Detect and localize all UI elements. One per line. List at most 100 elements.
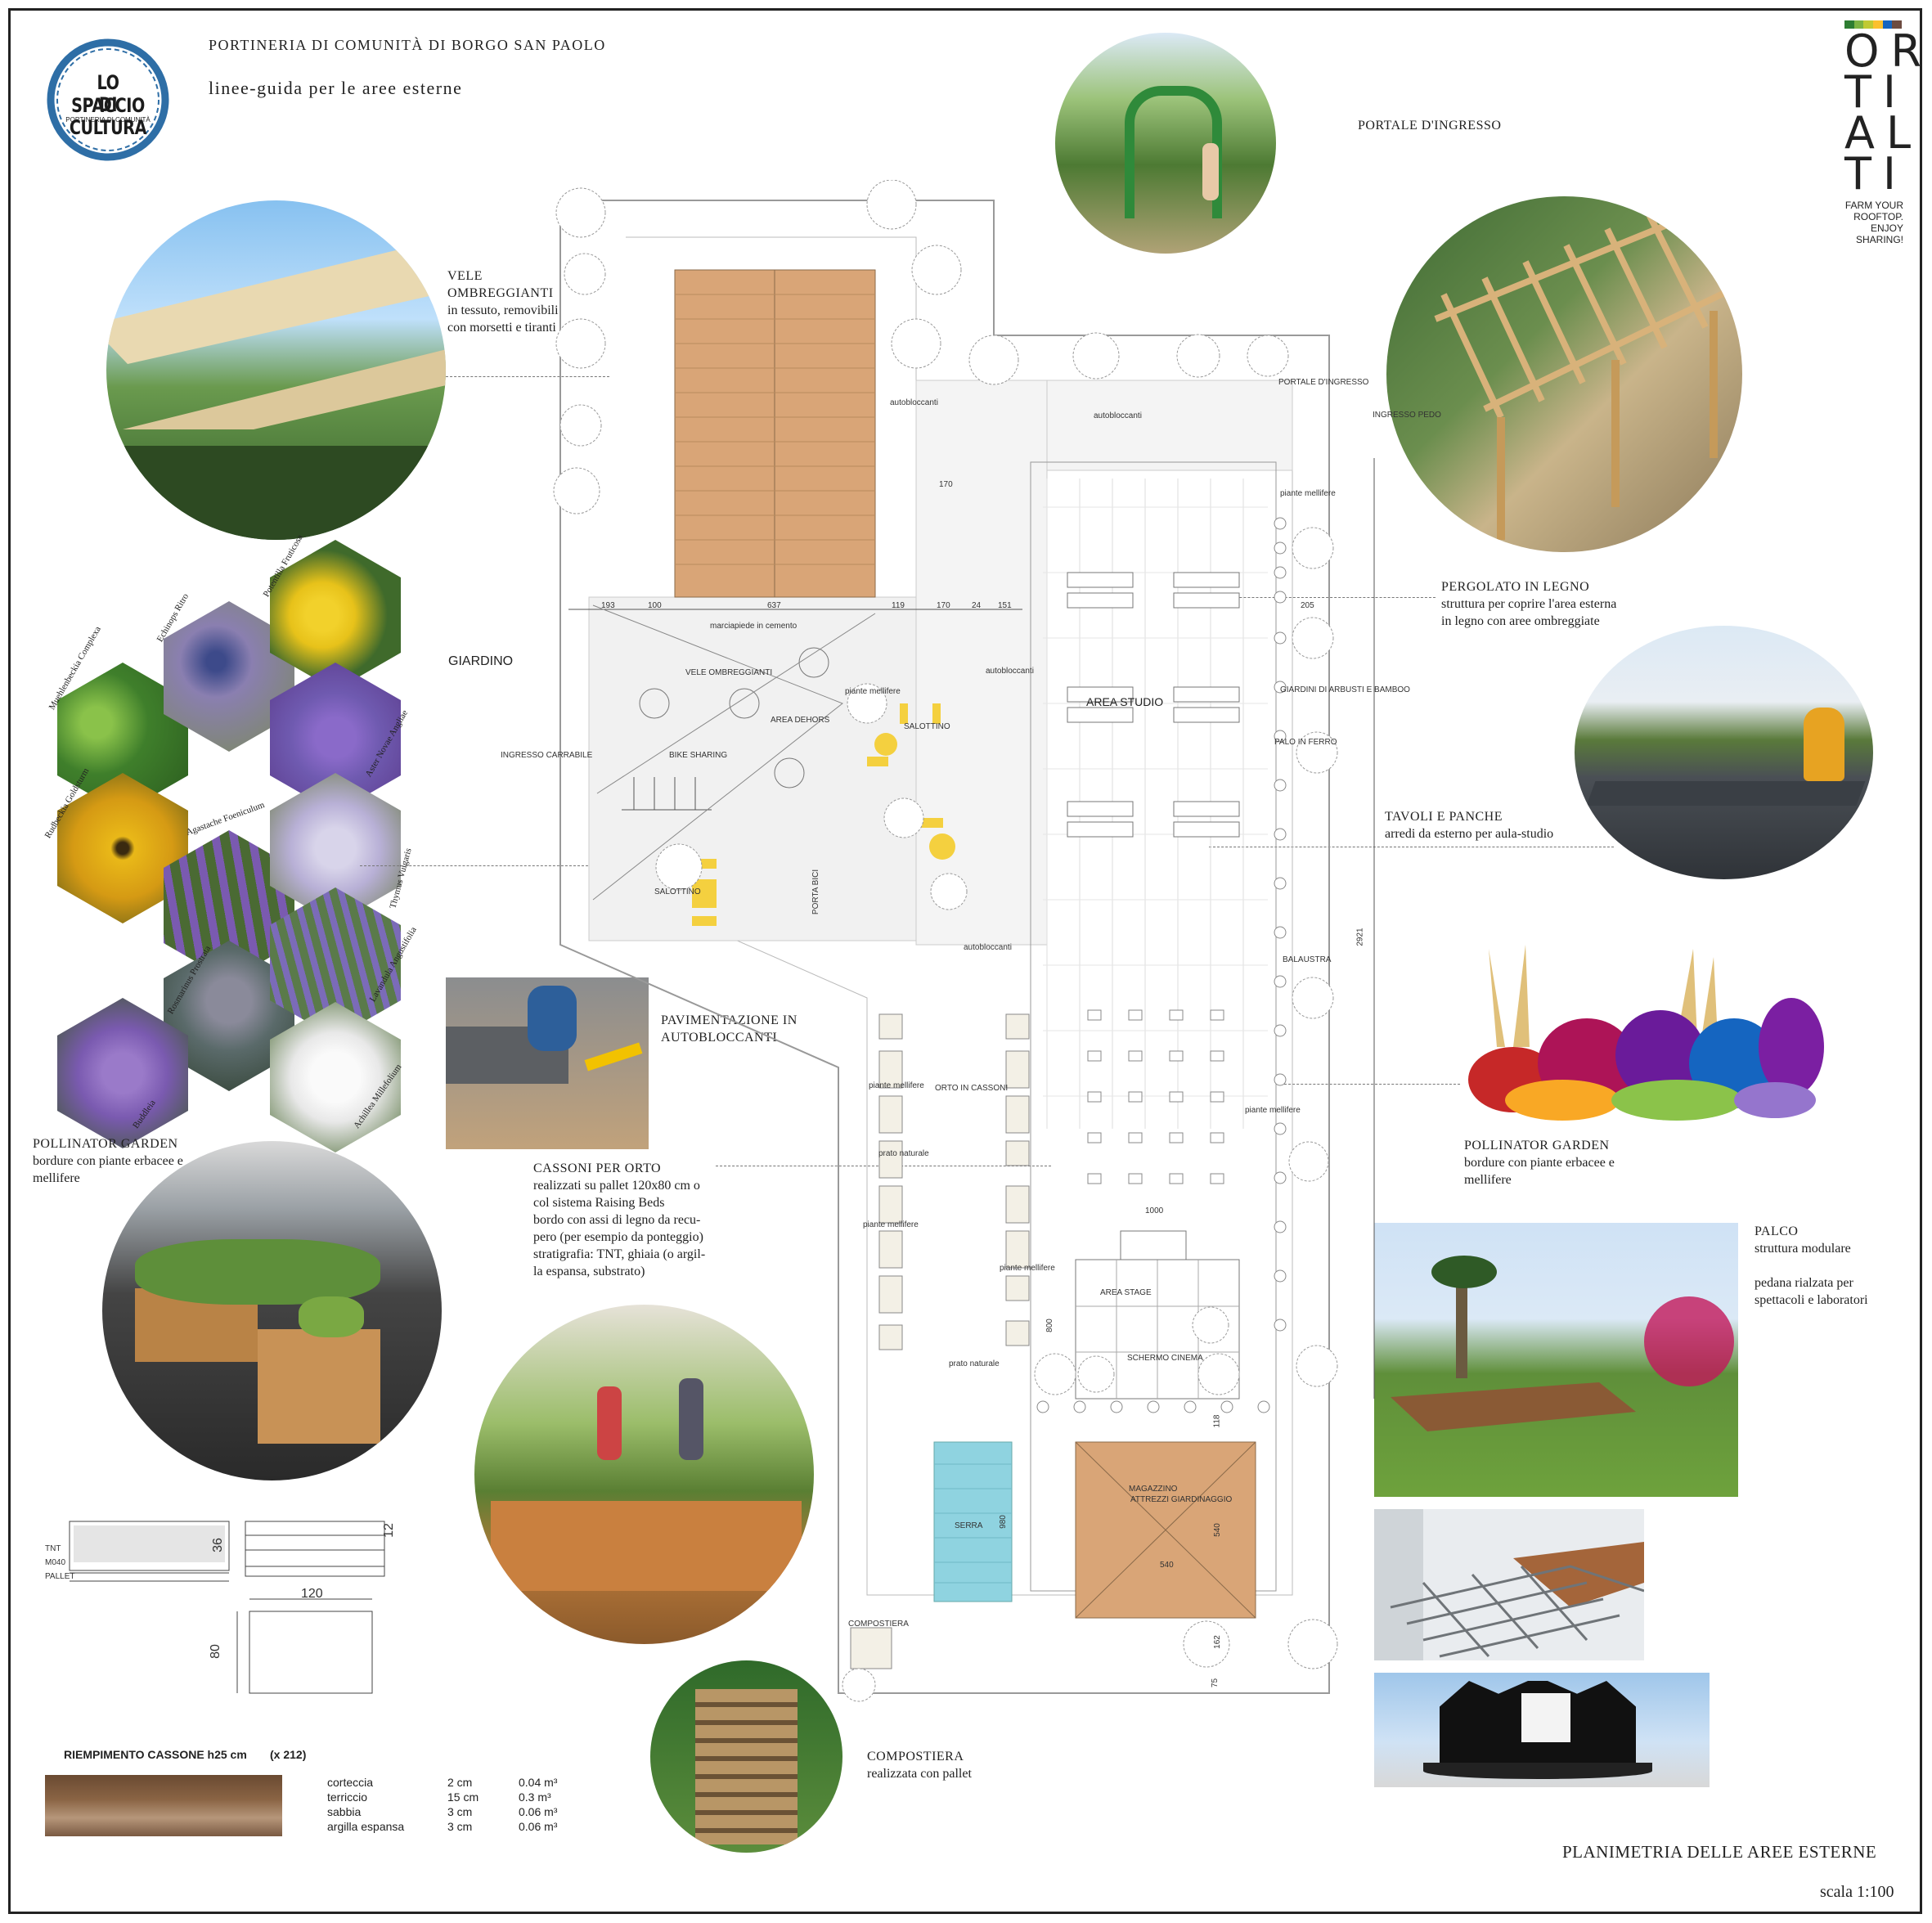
dim-162: 162 [1212,1635,1222,1649]
caption-portale: PORTALE D'INGRESSO [1358,117,1501,134]
dim-170a: 170 [937,601,950,610]
photo-community-garden [474,1305,814,1644]
logo-line2: DI CULTURA [69,93,147,139]
volume: 0.06 m³ [519,1820,558,1833]
logo: LO SPACCIO DI CULTURA PORTINERIA DI COMU… [37,34,180,165]
dim-540a: 540 [1212,1523,1222,1537]
caption-cassoni-line6: la espansa, substrato) [533,1265,645,1278]
caption-cassoni-line5: stratigrafia: TNT, ghiaia (o argil- [533,1247,706,1261]
plan-label-giardino: GIARDINO [448,654,514,668]
table-row: argilla espansa 3 cm 0.06 m³ [327,1819,567,1834]
plan-label-ingresso-carr: INGRESSO CARRABILE [501,751,593,760]
photo-raised-beds [102,1141,442,1480]
caption-pollinator-right: POLLINATOR GARDEN bordure con piante erb… [1464,1137,1615,1188]
plan-label-portale: PORTALE D'INGRESSO [1278,378,1369,387]
thickness: 3 cm [447,1805,473,1818]
caption-vele-title2: OMBREGGIANTI [447,286,554,300]
caption-cassoni: CASSONI PER ORTO realizzati su pallet 12… [533,1160,705,1280]
caption-cassoni-line2: col sistema Raising Beds [533,1196,665,1210]
material: corteccia [327,1776,374,1789]
caption-pollinator-right-line1: bordure con piante erbacee e [1464,1156,1615,1170]
photo-pavimentazione [446,977,649,1149]
brand-color-bar [1844,20,1903,29]
plan-scale: scala 1:100 [1820,1883,1894,1901]
plan-title: PLANIMETRIA DELLE AREE ESTERNE [1562,1842,1877,1862]
dim-540b: 540 [1160,1561,1174,1570]
brand-letters-4: TI [1844,148,1907,200]
plan-label-ingresso-ped: INGRESSO PEDO [1373,411,1441,420]
brand-tagline-4: SHARING! [1855,234,1903,245]
plan-label-prato-2: prato naturale [949,1359,1000,1368]
dim-193: 193 [601,601,615,610]
plan-label-piante-mellifere-5: piante mellifere [863,1220,919,1229]
caption-cassoni-title: CASSONI PER ORTO [533,1161,662,1175]
plan-label-vele: VELE OMBREGGIANTI [685,668,773,677]
thickness: 2 cm [447,1776,473,1789]
plan-label-serra: SERRA [955,1521,983,1530]
caption-cassoni-line4: pero (per esempio da ponteggio) [533,1230,703,1244]
logo-sub: PORTINERIA DI COMUNITÀ [65,116,151,124]
table-row: sabbia 3 cm 0.06 m³ [327,1804,567,1819]
plan-label-area-studio: AREA STUDIO [1086,695,1164,708]
caption-palco: PALCO struttura modulare pedana rialzata… [1755,1223,1868,1309]
material: argilla espansa [327,1820,405,1833]
caption-pollinator-left: POLLINATOR GARDEN bordure con piante erb… [33,1135,183,1187]
volume: 0.3 m³ [519,1790,551,1804]
caption-palco-line2 [1755,1257,1868,1274]
brand-letters-3: AL [1844,107,1923,159]
plan-label-autobloccanti-4: autobloccanti [964,943,1012,952]
caption-pavimentazione: PAVIMENTAZIONE IN AUTOBLOCCANTI [661,1012,798,1046]
plan-label-porta-bici: PORTA BICI [811,869,821,915]
caption-cassoni-line3: bordo con assi di legno da recu- [533,1213,701,1227]
dim-2921: 2921 [1355,928,1365,946]
caption-pollinator-right-line2: mellifere [1464,1173,1512,1187]
photo-pergolato [1386,196,1742,552]
plan-label-piante-mellifere-1: piante mellifere [1280,489,1336,498]
volume: 0.06 m³ [519,1805,558,1818]
plan-label-piante-mellifere-3: piante mellifere [869,1081,924,1090]
caption-palco-line1: struttura modulare [1755,1242,1851,1256]
detail-dim-36: 36 [210,1538,225,1552]
plan-label-area-stage: AREA STAGE [1100,1288,1152,1297]
leader-vele [446,376,609,377]
dim-637: 637 [767,601,781,610]
plan-label-autobloccanti-1: autobloccanti [890,398,938,407]
layer-m040: M040 [45,1558,66,1567]
fill-table: corteccia 2 cm 0.04 m³ terriccio 15 cm 0… [327,1775,567,1834]
caption-compostiera-title: COMPOSTIERA [867,1750,964,1763]
dim-980: 980 [998,1515,1008,1529]
leader-pergolato [1198,597,1436,598]
caption-pav-title2: AUTOBLOCCANTI [661,1031,778,1045]
caption-vele-line2: con morsetti e tiranti [447,321,556,335]
plan-label-piante-mellifere-2: piante mellifere [845,687,901,696]
plan-label-bike: BIKE SHARING [669,751,728,760]
page-frame [8,8,1922,1914]
plan-label-giardini-arbusti: GIARDINI DI ARBUSTI E BAMBOO [1280,685,1410,694]
caption-vele-line1: in tessuto, removibili [447,303,559,317]
material: terriccio [327,1790,368,1804]
page-title: PORTINERIA DI COMUNITÀ DI BORGO SAN PAOL… [209,37,606,53]
caption-pergolato-title: PERGOLATO IN LEGNO [1441,580,1590,594]
photo-portale [1055,33,1276,254]
material: sabbia [327,1805,362,1818]
brand-letters-1: OR [1844,25,1932,77]
plan-label-balaustra: BALAUSTRA [1283,955,1332,964]
volume: 0.04 m³ [519,1776,558,1789]
plan-label-magazzino2: ATTREZZI GIARDINAGGIO [1130,1495,1233,1504]
dim-75: 75 [1211,1678,1220,1688]
plan-label-piante-mellifere-4: piante mellifere [1245,1106,1301,1115]
caption-compostiera: COMPOSTIERA realizzata con pallet [867,1748,972,1782]
caption-pav-title: PAVIMENTAZIONE IN [661,1013,798,1027]
photo-stage-structure [1374,1509,1644,1660]
photo-palco [1374,1223,1738,1497]
dim-151: 151 [998,601,1012,610]
dim-24: 24 [972,601,982,610]
dim-1000: 1000 [1145,1206,1164,1215]
plan-label-palo: PALO IN FERRO [1274,738,1337,747]
plan-label-salottino-2: SALOTTINO [654,887,701,896]
page-subtitle: linee-guida per le aree esterne [209,78,463,98]
caption-tavoli-line1: arredi da esterno per aula-studio [1385,827,1554,841]
caption-portale-title: PORTALE D'INGRESSO [1358,119,1502,133]
caption-tavoli-title: TAVOLI E PANCHE [1385,810,1503,824]
photo-compostiera [650,1660,842,1853]
